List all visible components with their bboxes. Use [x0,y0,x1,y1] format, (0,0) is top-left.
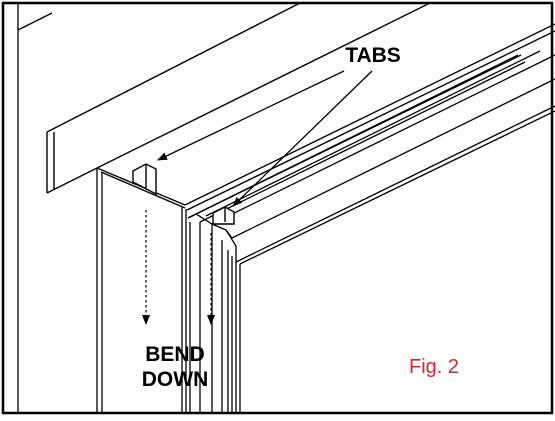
figure-border [1,1,554,415]
door-frame [187,50,555,413]
tabs-label: TABS [345,44,401,67]
tabs-leader-arrows [157,70,373,207]
bend-down-label-line1: BEND [145,343,205,366]
figure-label: Fig. 2 [409,356,459,378]
bend-down-label-line2: DOWN [142,368,209,391]
side-frame [96,168,191,413]
tab-left [132,163,157,196]
tab-right [212,206,235,225]
bend-down-arrows [142,210,215,325]
wall-surface [17,3,53,413]
header-trim [46,2,555,211]
